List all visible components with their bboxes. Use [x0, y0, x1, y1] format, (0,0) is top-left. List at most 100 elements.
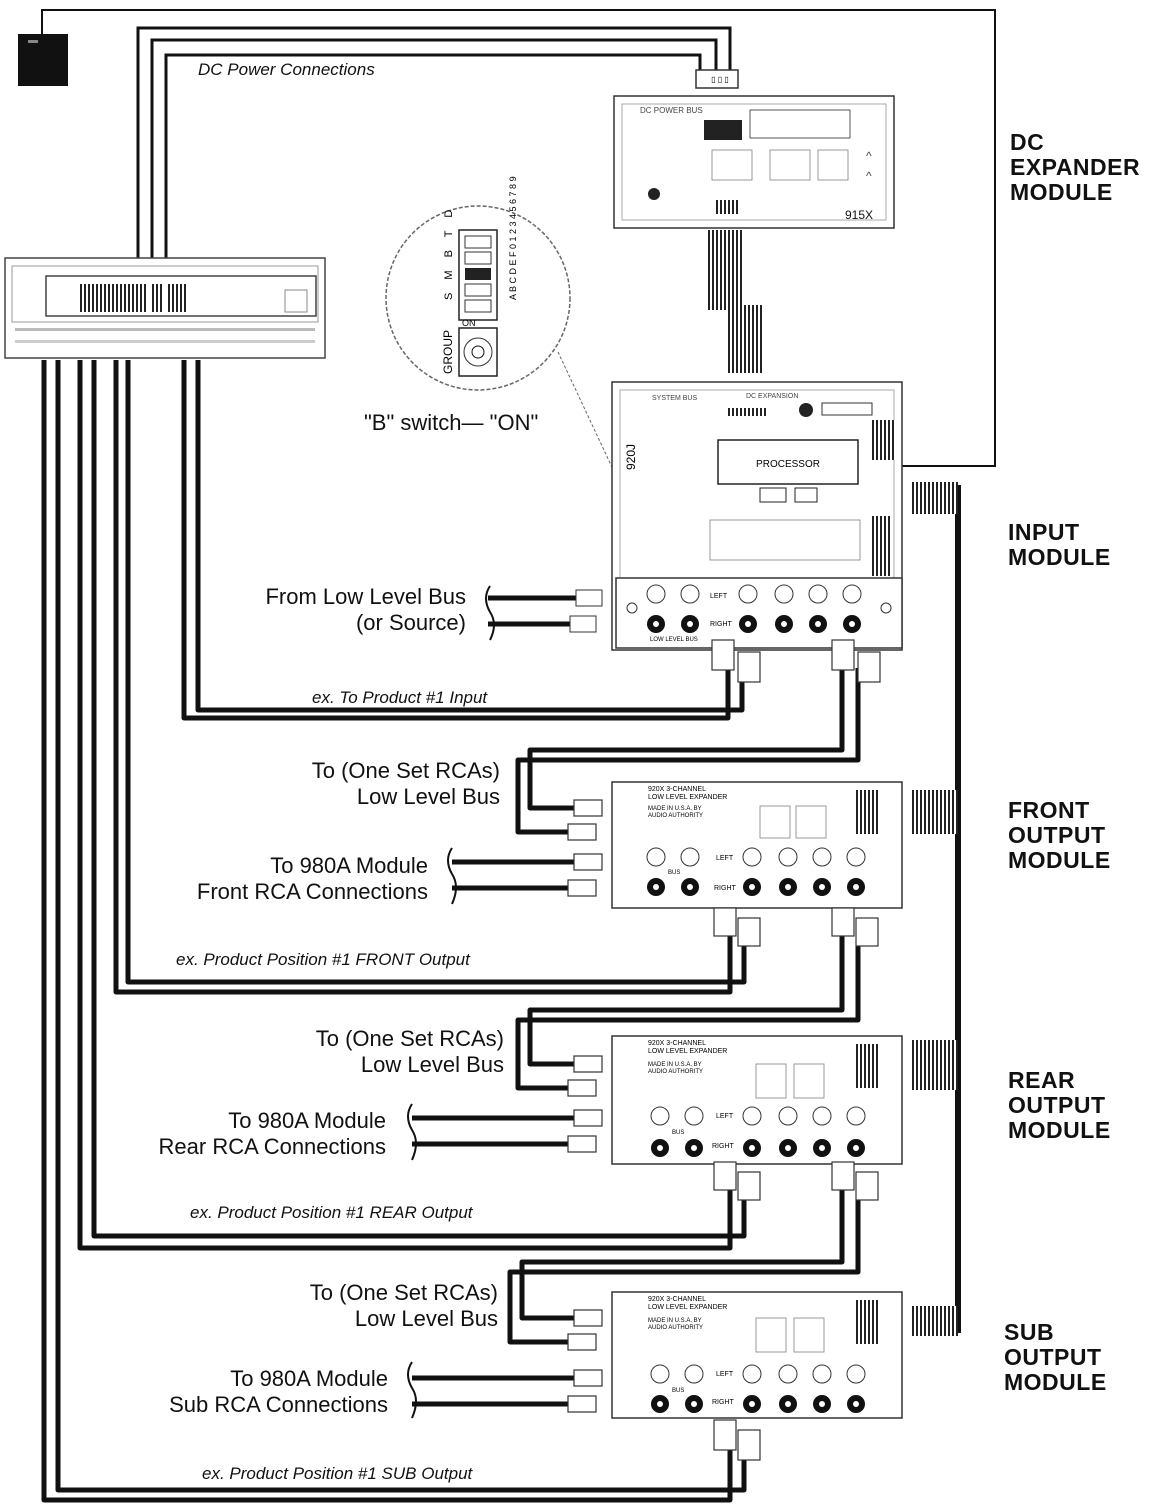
- system-bus-ribbon: [912, 482, 961, 1336]
- sub-module-label: SUB OUTPUT MODULE: [1004, 1320, 1107, 1395]
- sub-left-label: LEFT: [716, 1371, 734, 1378]
- front-rca-l2: Front RCA Connections: [196, 879, 428, 904]
- rear-label-l1: REAR: [1008, 1067, 1076, 1093]
- switch-callout: S M B T D GROUP ON: [385, 205, 619, 481]
- front-board-sub: LOW LEVEL EXPANDER: [648, 794, 727, 801]
- input-source-cables: [488, 595, 580, 627]
- input-board-id: 920J: [624, 444, 638, 470]
- front-right-label: RIGHT: [714, 885, 737, 892]
- dc-power-wire: [41, 9, 996, 467]
- front-maker: AUDIO AUTHORITY: [648, 813, 703, 819]
- front-rca-callout: To 980A Module Front RCA Connections: [197, 853, 428, 905]
- dc-power-label: DC Power Connections: [198, 60, 375, 79]
- input-board-header-2: DC EXPANSION: [746, 393, 798, 400]
- rear-label-l3: MODULE: [1008, 1117, 1111, 1143]
- rear-board-title: 920X 3-CHANNEL: [648, 1040, 706, 1047]
- front-output-board: 920X 3-CHANNEL LOW LEVEL EXPANDER MADE I…: [611, 781, 903, 909]
- dc-board-id: 915X: [845, 208, 873, 222]
- front-output-note: ex. Product Position #1 FRONT Output: [176, 950, 470, 969]
- switch-callout-label: "B" switch— "ON": [364, 410, 539, 435]
- rear-bus-label: BUS: [672, 1130, 684, 1136]
- sub-board-sub: LOW LEVEL EXPANDER: [648, 1304, 727, 1311]
- sub-rca-l1: To 980A Module: [230, 1366, 388, 1391]
- sub-rca-callout: To 980A Module Sub RCA Connections: [169, 1366, 388, 1418]
- rear-right-label: RIGHT: [712, 1143, 735, 1150]
- to-product-input-note: ex. To Product #1 Input: [312, 688, 488, 707]
- sub-bus-label: BUS: [672, 1388, 684, 1394]
- processor-chip: PROCESSOR: [756, 459, 820, 470]
- input-board: PROCESSOR SYSTEM BUS DC EXPANSION 920J L…: [611, 381, 903, 651]
- rear-left-label: LEFT: [716, 1113, 734, 1120]
- svg-text:^: ^: [866, 149, 872, 163]
- rear-output-board: 920X 3-CHANNEL LOW LEVEL EXPANDER MADE I…: [611, 1035, 903, 1165]
- sub-label-l1: SUB: [1004, 1319, 1055, 1345]
- svg-text:^: ^: [866, 169, 872, 183]
- switch-group: GROUP: [441, 330, 455, 374]
- rear-board-sub: LOW LEVEL EXPANDER: [648, 1048, 727, 1055]
- rear-made-in: MADE IN U.S.A. BY: [648, 1062, 702, 1068]
- rotary-digits: A B C D E F 0 1 2 3 4 5 6 7 8 9: [508, 176, 518, 300]
- input-source-callout: From Low Level Bus (or Source): [265, 584, 466, 636]
- sub-output-note: ex. Product Position #1 SUB Output: [202, 1464, 473, 1483]
- front-made-in: MADE IN U.S.A. BY: [648, 806, 702, 812]
- rca-plugs: [567, 639, 881, 1461]
- rear-bus-l1: To (One Set RCAs): [315, 1026, 504, 1051]
- input-board-header: SYSTEM BUS: [652, 395, 697, 402]
- sub-bus-l1: To (One Set RCAs): [309, 1280, 498, 1305]
- front-bus-label: BUS: [668, 870, 680, 876]
- input-source-l1: From Low Level Bus: [265, 584, 466, 609]
- rear-bus-l2: Low Level Bus: [360, 1052, 504, 1077]
- rca-980a-cables: [412, 859, 578, 1407]
- input-label-l1: INPUT: [1008, 519, 1080, 545]
- switch-on-label: ON: [462, 318, 476, 328]
- rear-label-l2: OUTPUT: [1008, 1092, 1106, 1118]
- sub-label-l2: OUTPUT: [1004, 1344, 1102, 1370]
- input-source-l2: (or Source): [355, 610, 466, 635]
- front-label-l3: MODULE: [1008, 847, 1111, 873]
- rear-output-note: ex. Product Position #1 REAR Output: [190, 1203, 473, 1222]
- rear-module-label: REAR OUTPUT MODULE: [1008, 1068, 1111, 1143]
- dc-expander-module-label: DC EXPANDER MODULE: [1010, 130, 1140, 205]
- dc-label-l1: DC: [1010, 129, 1045, 155]
- front-left-label: LEFT: [716, 855, 734, 862]
- front-rca-l1: To 980A Module: [270, 853, 428, 878]
- dc-power-bundle: [136, 26, 732, 262]
- input-module-label: INPUT MODULE: [1008, 520, 1111, 570]
- sub-made-in: MADE IN U.S.A. BY: [648, 1318, 702, 1324]
- sub-bus-l2: Low Level Bus: [354, 1306, 498, 1331]
- front-bus-callout: To (One Set RCAs) Low Level Bus: [312, 758, 500, 810]
- front-label-l2: OUTPUT: [1008, 822, 1106, 848]
- sub-right-label: RIGHT: [712, 1399, 735, 1406]
- main-chassis: [4, 257, 326, 359]
- sub-rca-l2: Sub RCA Connections: [169, 1392, 388, 1417]
- dc-label-l2: EXPANDER: [1010, 154, 1141, 180]
- rear-maker: AUDIO AUTHORITY: [648, 1069, 703, 1075]
- input-llbus-label: LOW LEVEL BUS: [650, 637, 698, 643]
- sub-output-board: 920X 3-CHANNEL LOW LEVEL EXPANDER MADE I…: [611, 1291, 903, 1419]
- rear-rca-l2: Rear RCA Connections: [158, 1134, 386, 1159]
- svg-text:▯ ▯ ▯: ▯ ▯ ▯: [711, 75, 729, 84]
- dc-ribbon-cable: [708, 230, 762, 373]
- input-left-label: LEFT: [710, 593, 728, 600]
- sub-label-l3: MODULE: [1004, 1369, 1107, 1395]
- front-board-title: 920X 3-CHANNEL: [648, 786, 706, 793]
- output-cables: [41, 360, 747, 1503]
- front-module-label: FRONT OUTPUT MODULE: [1008, 798, 1111, 873]
- rear-rca-callout: To 980A Module Rear RCA Connections: [159, 1108, 386, 1160]
- front-label-l1: FRONT: [1008, 797, 1090, 823]
- sub-maker: AUDIO AUTHORITY: [648, 1325, 703, 1331]
- dc-label-l3: MODULE: [1010, 179, 1113, 205]
- rear-rca-l1: To 980A Module: [228, 1108, 386, 1133]
- power-supply: [18, 34, 68, 86]
- rear-bus-callout: To (One Set RCAs) Low Level Bus: [316, 1026, 504, 1078]
- input-rca-top: [646, 584, 862, 604]
- front-bus-l2: Low Level Bus: [356, 784, 500, 809]
- bus-chain-cables: [507, 668, 861, 1345]
- input-right-label: RIGHT: [710, 621, 733, 628]
- front-bus-l1: To (One Set RCAs): [311, 758, 500, 783]
- dc-expander-board: DC POWER BUS 915X ^ ^: [613, 95, 895, 229]
- dc-bus-header: DC POWER BUS: [640, 106, 703, 115]
- switch-letters: S M B T D: [443, 205, 455, 300]
